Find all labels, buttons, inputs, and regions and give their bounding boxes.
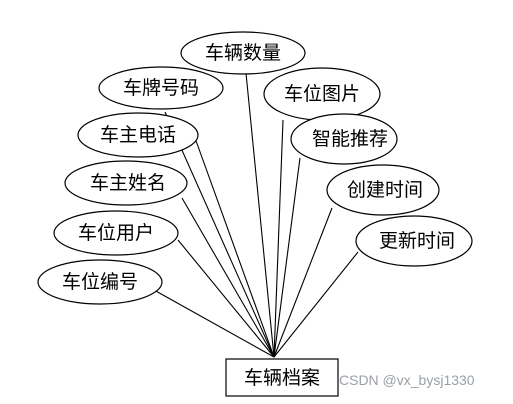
attribute-owner-phone: 车主电话 [77, 112, 199, 158]
attribute-label: 车位图片 [284, 83, 360, 105]
entity-vehicle-archive: 车辆档案 [225, 358, 339, 397]
attribute-updated-time: 更新时间 [355, 215, 473, 267]
attribute-ellipse [180, 31, 306, 75]
attribute-label: 创建时间 [347, 179, 423, 201]
attribute-spot-user: 车位用户 [53, 210, 179, 256]
connector-owner-name [181, 197, 275, 358]
connector-vehicle-count [245, 72, 275, 358]
attribute-label: 车牌号码 [123, 77, 199, 99]
connector-spot-number [153, 289, 275, 358]
connector-updated-time [273, 251, 359, 358]
attribute-label: 车位编号 [62, 271, 138, 293]
attribute-ellipse [53, 210, 179, 256]
attribute-spot-number: 车位编号 [37, 259, 163, 305]
attribute-owner-name: 车主姓名 [64, 160, 188, 206]
attribute-smart-recommend: 智能推荐 [290, 113, 398, 165]
attribute-ellipse [355, 215, 473, 267]
connector-spot-user [177, 239, 275, 358]
attribute-ellipse [77, 112, 199, 158]
attribute-ellipse [326, 164, 440, 216]
connector-plate-number [164, 111, 275, 358]
attribute-label: 车位用户 [78, 222, 154, 244]
attribute-label: 智能推荐 [312, 128, 388, 150]
attribute-spot-image: 车位图片 [263, 67, 381, 121]
attribute-label: 车辆数量 [205, 42, 281, 64]
attribute-created-time: 创建时间 [326, 164, 440, 216]
connector-spot-image [273, 119, 284, 358]
entity-label: 车辆档案 [244, 367, 320, 389]
attribute-vehicle-count: 车辆数量 [180, 31, 306, 75]
connector-smart-recommend [273, 157, 301, 358]
attribute-ellipse [290, 113, 398, 165]
connector-owner-phone [194, 137, 275, 358]
attribute-label: 车主姓名 [90, 172, 166, 194]
watermark: CSDN @vx_bysj1330 [339, 372, 475, 388]
connector-lines [153, 72, 359, 358]
attribute-ellipse [98, 66, 224, 110]
entity-box [225, 358, 339, 397]
attribute-ellipse [37, 259, 163, 305]
attribute-plate-number: 车牌号码 [98, 66, 224, 110]
attribute-label: 更新时间 [379, 230, 455, 252]
connector-created-time [273, 207, 333, 358]
attribute-ellipse [64, 160, 188, 206]
attribute-label: 车主电话 [100, 124, 176, 146]
